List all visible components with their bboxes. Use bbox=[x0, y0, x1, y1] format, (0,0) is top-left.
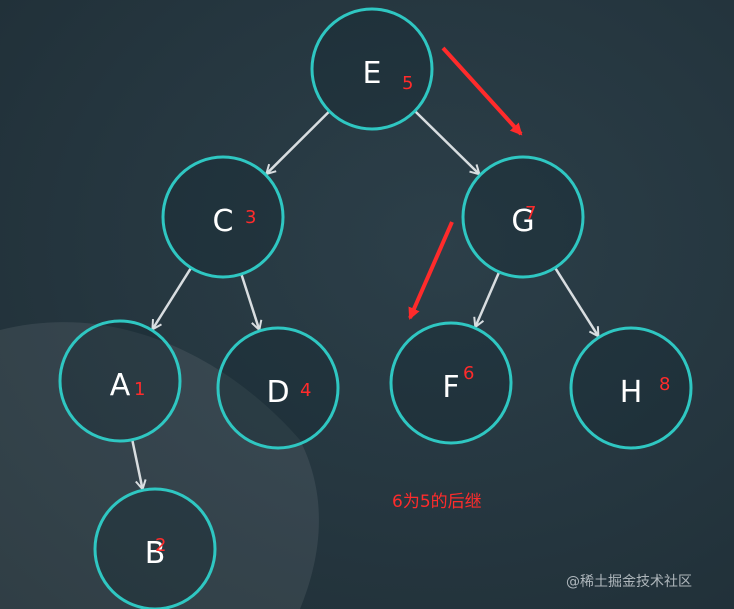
node-label: D bbox=[266, 375, 289, 410]
node-circle bbox=[93, 487, 217, 609]
node-label: H bbox=[620, 375, 643, 410]
node-circle bbox=[310, 7, 434, 131]
node-label: F bbox=[442, 370, 459, 405]
inorder-number: 8 bbox=[659, 374, 670, 395]
node-label: G bbox=[511, 204, 534, 239]
node-label: B bbox=[145, 536, 166, 571]
node-circle bbox=[216, 326, 340, 450]
edge-g-h bbox=[553, 267, 598, 336]
edge-e-g bbox=[413, 110, 479, 174]
watermark-text: @稀土掘金技术社区 bbox=[566, 574, 692, 590]
node-circle bbox=[569, 326, 693, 450]
inorder-number: 6 bbox=[463, 363, 474, 384]
inorder-number: 4 bbox=[300, 380, 311, 401]
inorder-number: 1 bbox=[134, 379, 145, 400]
tree-node-b: B2 bbox=[93, 487, 217, 609]
successor-note: 6为5的后继 bbox=[392, 492, 482, 512]
node-label: E bbox=[363, 56, 382, 91]
inorder-number: 2 bbox=[155, 535, 166, 556]
edge-a-b bbox=[131, 439, 142, 489]
node-label: C bbox=[213, 204, 234, 239]
background-watermark bbox=[0, 322, 319, 609]
red-arrow-e-to-g bbox=[441, 46, 523, 136]
edge-c-a bbox=[153, 267, 193, 329]
red-arrow-g-to-f bbox=[408, 221, 454, 320]
node-label: A bbox=[110, 368, 131, 403]
edge-e-c bbox=[267, 110, 331, 173]
edge-g-f bbox=[476, 271, 501, 326]
tree-node-g: G7 bbox=[461, 155, 585, 279]
inorder-number: 5 bbox=[402, 73, 413, 94]
edge-c-d bbox=[240, 273, 259, 329]
node-circle bbox=[161, 155, 285, 279]
node-circle bbox=[389, 321, 513, 445]
inorder-number: 3 bbox=[245, 207, 256, 228]
inorder-number: 7 bbox=[525, 203, 536, 224]
node-circle bbox=[58, 319, 182, 443]
node-circle bbox=[461, 155, 585, 279]
edge-layer bbox=[131, 110, 598, 489]
